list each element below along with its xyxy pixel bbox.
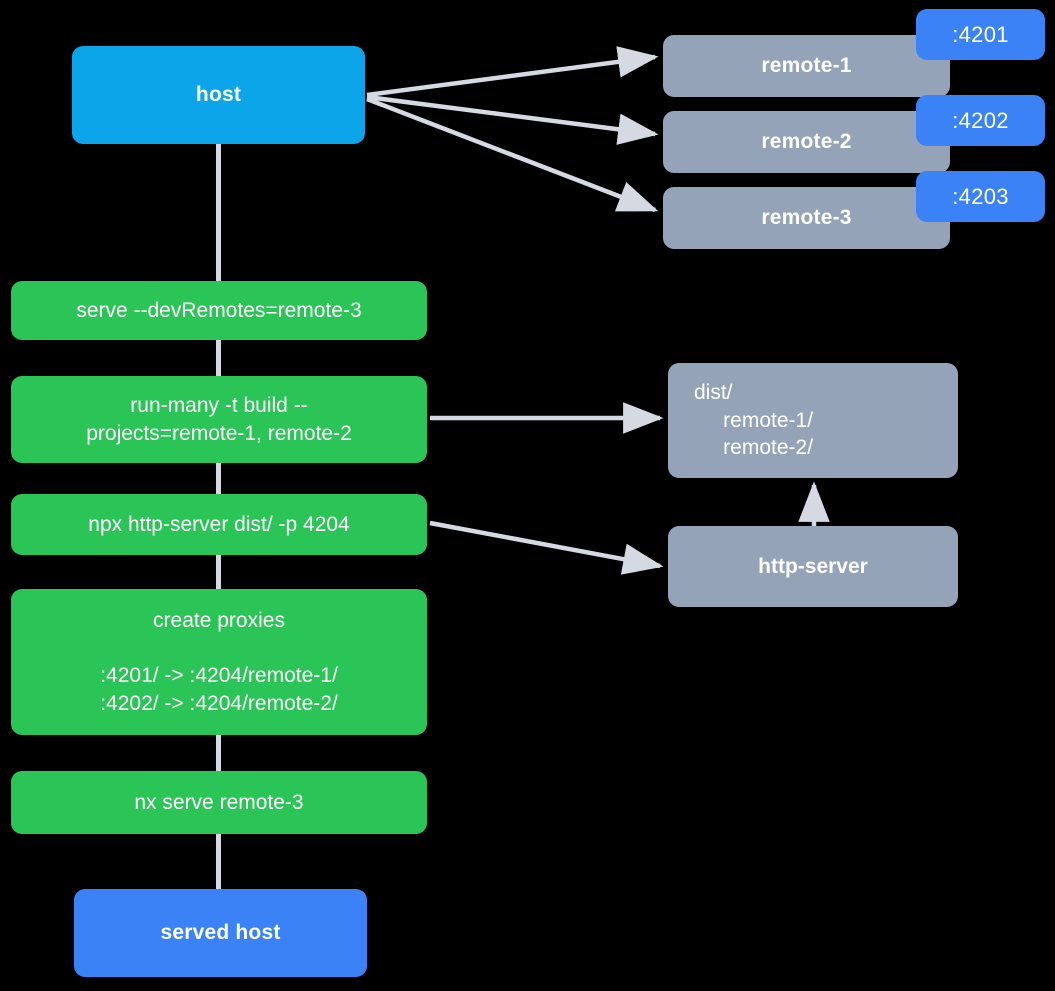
connector-runmany-to-npx bbox=[216, 461, 221, 495]
node-command-run-many-build[interactable]: run-many -t build -- projects=remote-1, … bbox=[11, 376, 427, 463]
node-http-server[interactable]: http-server bbox=[668, 526, 958, 607]
connector-npx-to-proxies bbox=[216, 553, 221, 591]
badge-remote-3-port: :4203 bbox=[916, 171, 1045, 222]
connector-proxies-to-nxserve bbox=[216, 733, 221, 771]
node-command-serve-devremotes[interactable]: serve --devRemotes=remote-3 bbox=[11, 281, 427, 340]
node-host[interactable]: host bbox=[72, 46, 365, 144]
node-remote-3[interactable]: remote-3 bbox=[663, 187, 950, 249]
connector-nxserve-to-servedhost bbox=[216, 833, 221, 891]
edge-host-to-remote-2 bbox=[366, 94, 659, 145]
node-command-create-proxies[interactable]: create proxies :4201/ -> :4204/remote-1/… bbox=[11, 589, 427, 735]
node-command-npx-http-server[interactable]: npx http-server dist/ -p 4204 bbox=[11, 494, 427, 555]
connector-serve-to-runmany bbox=[216, 338, 221, 378]
node-dist-folder[interactable]: dist/ remote-1/ remote-2/ bbox=[668, 363, 958, 478]
node-served-host[interactable]: served host bbox=[74, 889, 367, 977]
node-command-nx-serve-remote-3[interactable]: nx serve remote-3 bbox=[11, 771, 427, 834]
badge-remote-1-port: :4201 bbox=[916, 9, 1045, 60]
connector-host-to-serve bbox=[216, 142, 221, 284]
badge-remote-2-port: :4202 bbox=[916, 95, 1045, 146]
edge-host-to-remote-3 bbox=[366, 96, 659, 213]
node-remote-1[interactable]: remote-1 bbox=[663, 35, 950, 97]
node-remote-2[interactable]: remote-2 bbox=[663, 111, 950, 173]
edge-npx-to-httpserver bbox=[429, 520, 664, 575]
edge-host-to-remote-1 bbox=[366, 46, 659, 98]
